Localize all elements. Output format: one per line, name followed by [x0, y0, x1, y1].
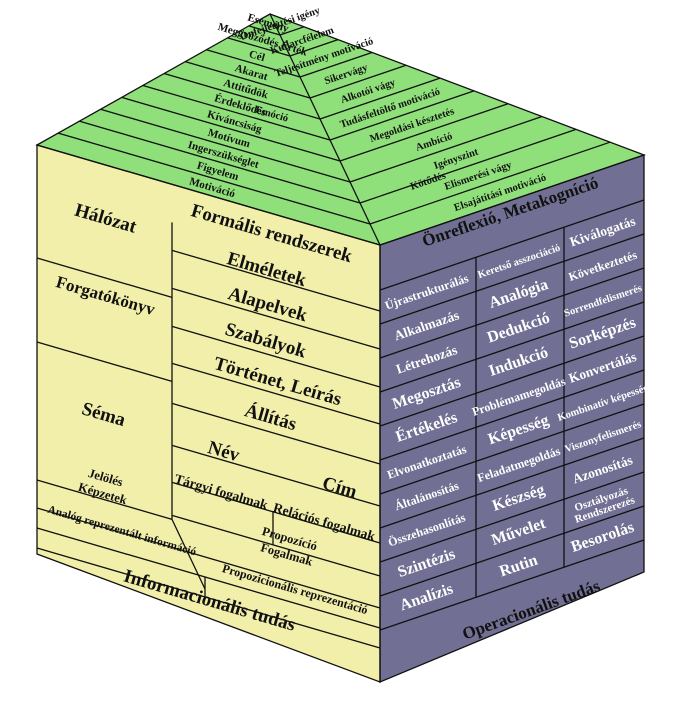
top-grid-lines [57, 13, 611, 246]
front-stack-row-line [171, 325, 381, 388]
right-row-line [379, 233, 645, 325]
top-left-label: Cél [248, 48, 267, 64]
top-right-strip-line [359, 128, 577, 204]
top-right-strip-line [349, 115, 543, 183]
right-row-line [379, 335, 645, 427]
top-left-strip-line [163, 72, 321, 120]
front-grid-lines [36, 222, 381, 649]
top-right-strip-line [369, 141, 611, 225]
top-right-strip-line [279, 26, 305, 36]
top-left-strip-line [142, 84, 331, 141]
top-face [37, 14, 644, 245]
right-row-line [379, 403, 645, 495]
front-stack-row-line [171, 481, 381, 544]
front-diagonal [171, 519, 206, 590]
top-left-strip-line [206, 49, 301, 78]
right-row-line [379, 471, 645, 563]
front-left-row-line [36, 479, 173, 520]
top-right-strip-line [299, 51, 373, 78]
top-left-strip-line [79, 120, 361, 204]
top-left-strip-line [121, 96, 341, 162]
top-middle-divider [269, 13, 381, 246]
front-row-line [171, 514, 381, 577]
top-right-strip-line [329, 90, 475, 141]
right-header-line [379, 199, 645, 291]
right-row-line [379, 267, 645, 359]
top-right-strip-line [309, 64, 407, 99]
top-left-strip-line [100, 108, 351, 183]
front-stack-row-line [171, 362, 381, 425]
front-stack-row-line [171, 444, 381, 507]
top-right-strip-line [289, 39, 339, 57]
top-right-strip-line [319, 77, 441, 120]
front-bottom-row-line [36, 507, 381, 609]
right-bottom-line [379, 539, 645, 631]
front-left-row-line [36, 257, 173, 298]
right-face [380, 155, 644, 682]
top-left-strip-line [248, 25, 281, 36]
top-left-strip-line [57, 132, 371, 225]
right-row-line [379, 301, 645, 393]
front-stack-row-line [171, 249, 381, 312]
right-row-line [379, 369, 645, 461]
front-bottom-row-line [36, 547, 381, 649]
right-row-line [379, 505, 645, 597]
front-stack-row-line [171, 287, 381, 350]
top-right-strip-line [339, 103, 509, 162]
front-bottom-row-line [36, 527, 381, 629]
right-grid-lines [379, 199, 645, 631]
front-stack-row-line [171, 402, 381, 465]
right-row-line [379, 437, 645, 529]
front-left-row-line [36, 341, 173, 382]
top-left-strip-line [185, 61, 311, 99]
top-left-strip-line [227, 37, 291, 57]
top-face-outline [35, 13, 646, 246]
